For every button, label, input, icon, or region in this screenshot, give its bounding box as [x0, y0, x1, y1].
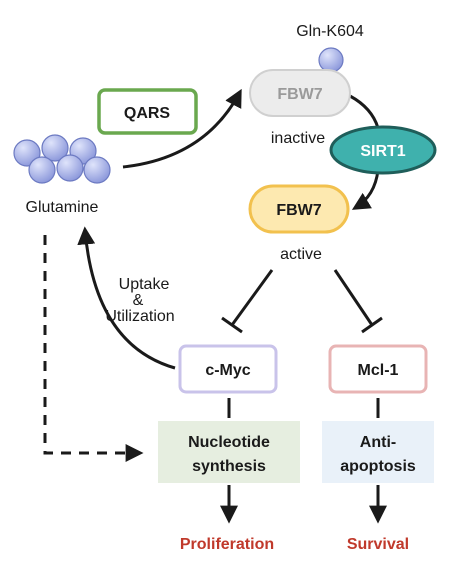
active-label: active — [280, 246, 322, 263]
glutamine-label: Glutamine — [26, 199, 99, 216]
gln-k604-label: Gln-K604 — [296, 23, 364, 40]
fbw7-inactive-label: FBW7 — [277, 86, 322, 103]
qars-box — [97, 88, 198, 135]
sirt1-label: SIRT1 — [360, 143, 405, 160]
uptake-label: Uptake — [119, 276, 170, 293]
ampersand-label: & — [133, 292, 144, 309]
synthesis-label: synthesis — [192, 458, 266, 475]
fbw7-inactive-node — [249, 69, 351, 117]
fbw7-inhibits-mcl1-line — [333, 269, 374, 326]
anti-apoptosis-box — [322, 421, 434, 483]
fbw7-to-sirt1-arc — [349, 94, 380, 129]
apoptosis-label: apoptosis — [340, 458, 416, 475]
nucleotide-label: Nucleotide — [188, 434, 270, 451]
proliferation-label: Proliferation — [180, 536, 274, 553]
fbw7-active-label: FBW7 — [276, 202, 321, 219]
cmyc-label: c-Myc — [205, 362, 250, 379]
mcl1-label: Mcl-1 — [358, 362, 399, 379]
qars-label: QARS — [124, 105, 171, 122]
cmyc-box — [178, 344, 278, 394]
glutamine-to-nucleotide-dashed-arrow — [43, 235, 144, 462]
fbw7-inhibits-cmyc-line — [230, 269, 274, 326]
gln-k604-bead-icon — [318, 47, 344, 73]
utilization-label: Utilization — [105, 308, 174, 325]
mcl1-inhibition-bar — [361, 316, 383, 334]
cmyc-inhibition-bar — [221, 316, 243, 334]
fbw7-active-node — [248, 184, 350, 234]
glutamine-beads-icon — [13, 134, 111, 184]
inactive-label: inactive — [271, 130, 325, 147]
sirt1-to-fbw7-active-arrow — [351, 169, 380, 210]
sirt1-node — [329, 125, 437, 175]
mcl1-box — [328, 344, 428, 394]
nucleotide-synthesis-box — [158, 421, 300, 483]
glutamine-to-fbw7-arrow — [122, 88, 242, 169]
anti-label: Anti- — [360, 434, 396, 451]
cmyc-to-glutamine-arrow — [77, 226, 176, 370]
survival-label: Survival — [347, 536, 409, 553]
